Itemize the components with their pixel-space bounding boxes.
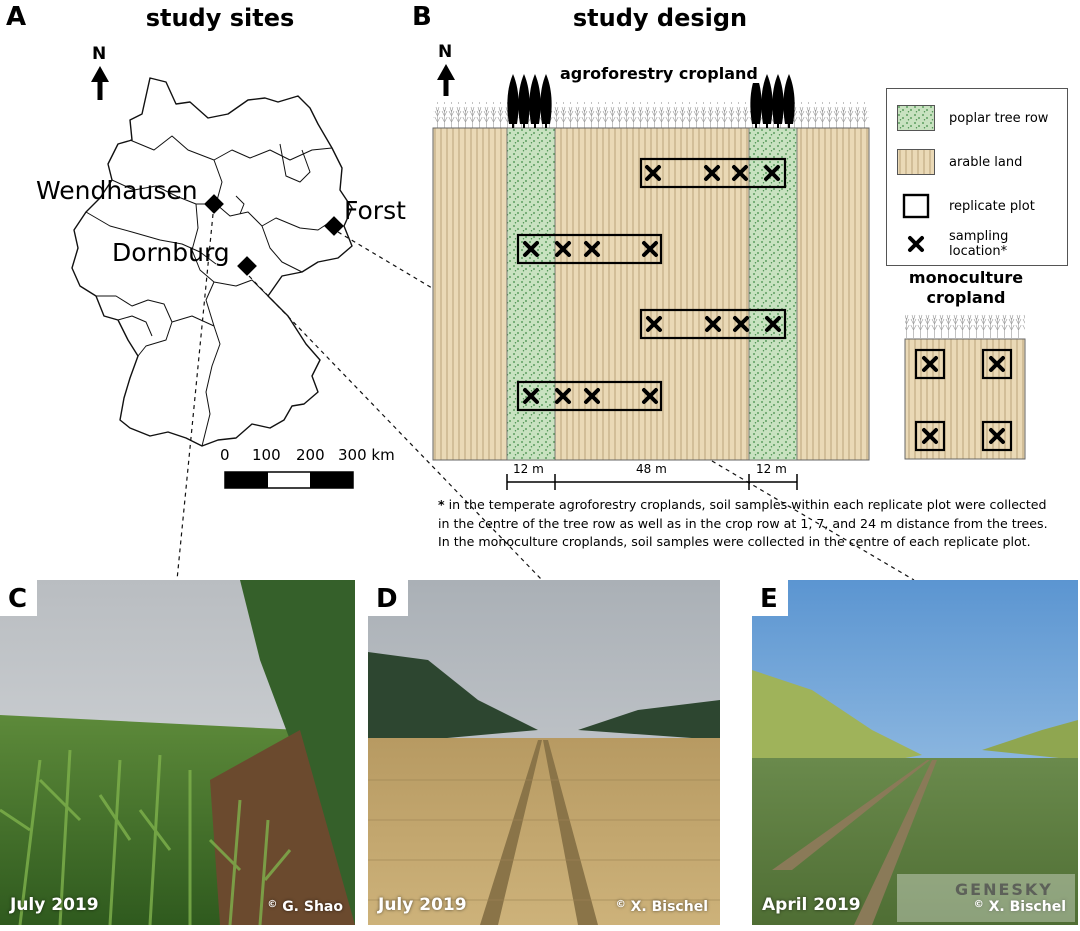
copyright-symbol: © [973, 899, 984, 910]
germany-map [71, 66, 354, 489]
footnote-line-1-text: in the temperate agroforestry croplands,… [444, 497, 1047, 512]
dim-label-crop: 48 m [636, 462, 667, 476]
photo-e-letter: E [752, 580, 788, 616]
legend-label-tree-row: poplar tree row [949, 110, 1049, 126]
watermark-text: GENESKY [955, 880, 1053, 899]
dim-label-tree-west: 12 m [513, 462, 544, 476]
footnote-line-3: In the monoculture croplands, soil sampl… [438, 534, 1031, 549]
monoculture-label-line-2: cropland [926, 288, 1006, 307]
map-north-label: N [92, 44, 107, 64]
legend-item-replicate: replicate plot [897, 191, 1035, 221]
mono-plot-3 [914, 420, 946, 452]
legend-label-sampling: sampling location* [949, 229, 1009, 259]
north-arrow-icon [91, 66, 109, 100]
replicate-plot-1 [639, 157, 787, 189]
legend-item-sampling: sampling location* [897, 229, 1067, 259]
sampling-location-x-icon [908, 236, 924, 252]
legend-label-replicate: replicate plot [949, 198, 1035, 214]
tree-row-west [506, 127, 556, 461]
panel-a-title: study sites [145, 4, 295, 32]
design-north-arrow-icon [437, 64, 455, 96]
panel-b-title: study design [572, 4, 748, 32]
legend-label-arable: arable land [949, 154, 1023, 170]
design-north-label: N [438, 42, 453, 62]
photo-c-date: July 2019 [10, 895, 99, 915]
photo-d-letter: D [368, 580, 408, 616]
photo-c: C July 2019 © G. Shao [0, 580, 355, 925]
arable-swatch-icon [897, 149, 935, 175]
mono-plot-2 [981, 348, 1013, 380]
dim-label-tree-east: 12 m [756, 462, 787, 476]
replicate-plot-3 [639, 308, 787, 340]
panel-b-letter: B [412, 2, 432, 32]
site-marker-wendhausen [204, 194, 224, 214]
photo-c-credit-name: G. Shao [282, 899, 343, 915]
scale-label-0: 0 [220, 446, 230, 464]
replicate-plot-swatch-icon [902, 193, 930, 219]
agroforestry-grass-strip [433, 102, 869, 128]
site-label-forst: Forst [344, 196, 406, 225]
replicate-plot-2 [516, 233, 663, 265]
footnote-star: * [438, 497, 445, 512]
dimension-line [506, 474, 798, 490]
photo-e-credit-name: X. Bischel [988, 899, 1066, 915]
mono-plot-1 [914, 348, 946, 380]
copyright-symbol: © [615, 899, 626, 910]
photo-d-image [368, 580, 720, 925]
photo-c-image [0, 580, 355, 925]
germany-outline [71, 77, 353, 447]
legend-item-tree-row: poplar tree row [897, 103, 1048, 133]
photo-c-credit: © G. Shao [267, 899, 343, 915]
monoculture-grass-strip [905, 313, 1025, 339]
design-footnote: * in the temperate agroforestry cropland… [438, 496, 1078, 552]
mono-plot-4 [981, 420, 1013, 452]
photo-d-credit: © X. Bischel [616, 899, 708, 915]
photo-d: D July 2019 © X. Bischel [368, 580, 720, 925]
legend-item-arable: arable land [897, 147, 1022, 177]
replicate-plot-4 [516, 380, 663, 412]
footnote-line-2: in the centre of the tree row as well as… [438, 515, 1048, 531]
photo-e-image [752, 580, 1078, 925]
photo-d-date: July 2019 [378, 895, 467, 915]
tree-row-east [748, 127, 798, 461]
photo-e-date: April 2019 [762, 895, 861, 915]
scale-bar [224, 471, 354, 489]
site-marker-forst [324, 216, 344, 236]
scale-label-100: 100 [252, 446, 281, 464]
study-design-diagram [432, 64, 1026, 490]
site-label-wendhausen: Wendhausen [36, 176, 198, 205]
panel-a-letter: A [6, 2, 27, 32]
site-marker-dornburg [237, 256, 257, 276]
monoculture-label-line-1: monoculture [908, 268, 1024, 287]
photo-e: E April 2019 © X. Bischel [752, 580, 1078, 925]
site-label-dornburg: Dornburg [112, 238, 230, 267]
photo-d-credit-name: X. Bischel [630, 899, 708, 915]
agroforestry-label: agroforestry cropland [558, 64, 760, 83]
legend: poplar tree row arable land replicate pl… [886, 88, 1068, 266]
tree-row-swatch-icon [897, 105, 935, 131]
scale-label-200: 200 [296, 446, 325, 464]
footnote-line-1: * in the temperate agroforestry cropland… [438, 496, 1078, 515]
copyright-symbol: © [267, 899, 278, 910]
scale-label-300km: 300 km [338, 446, 395, 464]
monoculture-label: monoculture cropland [898, 268, 1034, 308]
photo-c-letter: C [0, 580, 38, 616]
photo-e-credit: © X. Bischel [974, 899, 1066, 915]
watermark-logo: GENESKY [897, 874, 1075, 922]
